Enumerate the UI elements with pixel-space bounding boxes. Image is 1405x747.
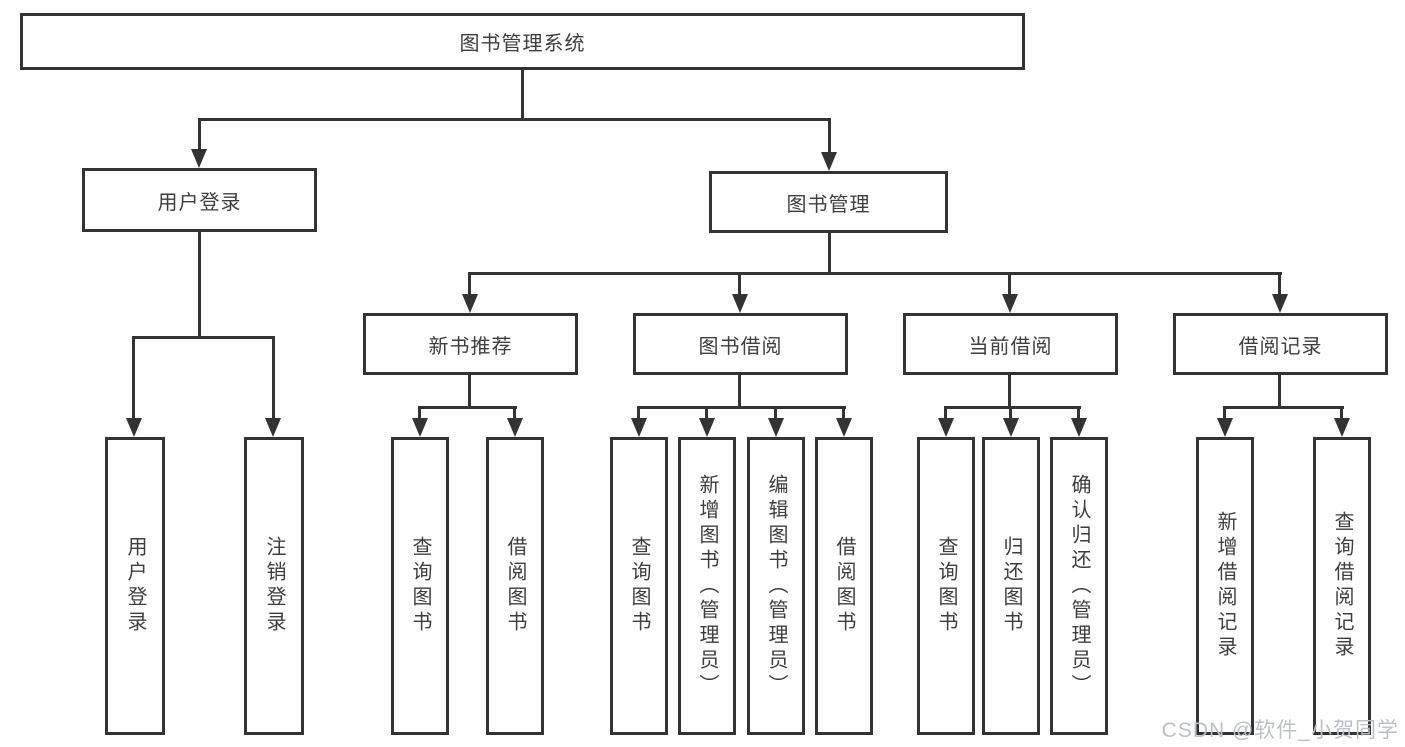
connector-hline [419,406,517,409]
leaf-current-query-books-label: 查询图书 [935,536,957,636]
leaf-user-login: 用户登录 [105,437,165,735]
leaf-recommend-query-books-label: 查询图书 [409,536,431,636]
connector-vline [1077,406,1080,420]
connector-vline [1008,375,1011,409]
arrow-down-icon [836,418,852,437]
arrow-down-icon [191,149,207,168]
connector-vline [1340,406,1343,420]
leaf-borrow-edit-books-label: 编辑图书（管理员） [765,473,787,699]
connector-vline [705,406,708,420]
node-new-book-recommend: 新书推荐 [363,313,578,375]
node-book-management: 图书管理 [709,171,948,233]
leaf-records-add-record-label: 新增借阅记录 [1214,511,1236,661]
leaf-recommend-query-books: 查询图书 [391,437,449,735]
connector-vline [828,118,831,155]
connector-vline [272,336,275,420]
connector-vline [513,406,516,420]
connector-vline [1278,272,1281,296]
connector-vline [1223,406,1226,420]
connector-hline [469,272,1282,275]
arrow-down-icon [699,418,715,437]
leaf-borrow-edit-books: 编辑图书（管理员） [747,437,805,735]
leaf-current-return-books-label: 归还图书 [1000,536,1022,636]
arrow-down-icon [821,152,837,171]
arrow-down-icon [126,418,142,437]
arrow-down-icon [462,294,478,313]
arrow-down-icon [938,418,954,437]
connector-hline [1224,406,1344,409]
connector-vline [774,406,777,420]
connector-vline [198,118,201,152]
node-root: 图书管理系统 [20,13,1025,70]
leaf-borrow-query-books-label: 查询图书 [628,536,650,636]
leaf-user-login-label: 用户登录 [124,536,146,636]
connector-vline [468,375,471,409]
leaf-records-add-record: 新增借阅记录 [1196,437,1254,735]
node-book-borrow: 图书借阅 [633,313,848,375]
connector-hline [133,336,275,339]
leaf-current-confirm-return: 确认归还（管理员） [1050,437,1108,735]
arrow-down-icon [732,294,748,313]
node-new-book-recommend-label: 新书推荐 [428,335,513,358]
arrow-down-icon [1272,294,1288,313]
arrow-down-icon [1003,418,1019,437]
arrow-down-icon [1217,418,1233,437]
leaf-records-query-record: 查询借阅记录 [1313,437,1371,735]
leaf-current-return-books: 归还图书 [982,437,1040,735]
connector-hline [945,406,1081,409]
connector-vline [1008,272,1011,296]
arrow-down-icon [265,418,281,437]
leaf-recommend-borrow-books-label: 借阅图书 [504,536,526,636]
node-book-borrow-label: 图书借阅 [698,335,783,358]
leaf-current-query-books: 查询图书 [917,437,975,735]
arrow-down-icon [1071,418,1087,437]
connector-vline [521,70,524,119]
connector-hline [198,118,831,121]
connector-vline [944,406,947,420]
leaf-logout: 注销登录 [244,437,304,735]
connector-vline [198,232,201,339]
connector-vline [1009,406,1012,420]
connector-vline [637,406,640,420]
arrow-down-icon [768,418,784,437]
arrow-down-icon [412,418,428,437]
leaf-logout-label: 注销登录 [263,536,285,636]
connector-hline [638,406,846,409]
node-borrow-records-label: 借阅记录 [1238,335,1323,358]
arrow-down-icon [1002,294,1018,313]
node-borrow-records: 借阅记录 [1173,313,1388,375]
leaf-borrow-add-books: 新增图书（管理员） [678,437,736,735]
connector-vline [418,406,421,420]
node-current-borrow: 当前借阅 [903,313,1118,375]
leaf-borrow-borrow-books-label: 借阅图书 [833,536,855,636]
arrow-down-icon [507,418,523,437]
node-user-login: 用户登录 [82,168,317,232]
arrow-down-icon [631,418,647,437]
node-book-management-label: 图书管理 [786,193,871,216]
csdn-watermark: CSDN @软件_小贺同学 [1161,719,1399,742]
leaf-borrow-query-books: 查询图书 [610,437,668,735]
leaf-current-confirm-return-label: 确认归还（管理员） [1068,473,1090,699]
connector-vline [1278,375,1281,409]
leaf-recommend-borrow-books: 借阅图书 [486,437,544,735]
connector-vline [738,375,741,409]
connector-vline [132,336,135,420]
leaf-borrow-borrow-books: 借阅图书 [815,437,873,735]
arrow-down-icon [1334,418,1350,437]
node-current-borrow-label: 当前借阅 [968,335,1053,358]
connector-vline [828,233,831,275]
node-user-login-label: 用户登录 [157,191,242,214]
connector-vline [842,406,845,420]
leaf-borrow-add-books-label: 新增图书（管理员） [696,473,718,699]
leaf-records-query-record-label: 查询借阅记录 [1331,511,1353,661]
connector-vline [468,272,471,296]
connector-vline [738,272,741,296]
node-root-label: 图书管理系统 [459,33,586,55]
